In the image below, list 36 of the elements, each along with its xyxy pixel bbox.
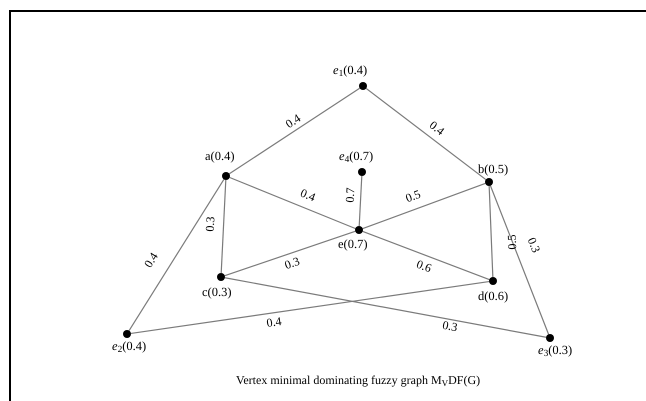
vertex-label: e$_{2}$(0.4): [112, 340, 146, 352]
caption: Vertex minimal dominating fuzzy graph M$_{V}$DF(G): [236, 372, 480, 389]
edge-line: [220, 180, 226, 274]
vertex-label: e$_{3}$(0.3): [538, 344, 572, 356]
edge-label: 0.7: [344, 187, 356, 203]
edge-line: [224, 277, 546, 338]
edge-line: [490, 186, 550, 334]
edge-line: [128, 179, 224, 331]
edge-label: 0.4: [427, 118, 447, 138]
edge-label: 0.4: [142, 250, 160, 270]
edge-label: 0.3: [204, 216, 216, 232]
edge-label: 0.4: [298, 186, 318, 204]
edge-label: 0.4: [283, 112, 303, 130]
edge-line: [130, 280, 490, 334]
edge-line: [224, 230, 356, 276]
edge-line: [366, 88, 486, 180]
edge-label: 0.3: [282, 254, 302, 272]
edge-label: 0.5: [404, 188, 422, 204]
vertex-label: e(0.7): [338, 238, 368, 250]
edge-label: 0.6: [414, 258, 434, 274]
edge-line: [362, 182, 486, 230]
edge-line: [358, 176, 362, 226]
edge-line: [362, 230, 490, 280]
edge-label: 0.3: [442, 318, 458, 334]
edge-label: 0.5: [506, 234, 518, 250]
vertex-label: d(0.6): [478, 290, 508, 302]
edge-label: 0.4: [266, 314, 282, 330]
vertex-label: e$_{1}$(0.4): [333, 64, 368, 76]
vertex-label: c(0.3): [202, 286, 232, 298]
edge-line: [229, 88, 360, 174]
vertex-label: a(0.4): [205, 150, 234, 162]
vertex-label: e$_{4}$(0.7): [339, 150, 374, 162]
edge-line: [488, 186, 494, 278]
edge-label: 0.3: [526, 236, 542, 254]
vertex-label: b(0.5): [478, 163, 508, 176]
edge-line: [229, 176, 356, 230]
